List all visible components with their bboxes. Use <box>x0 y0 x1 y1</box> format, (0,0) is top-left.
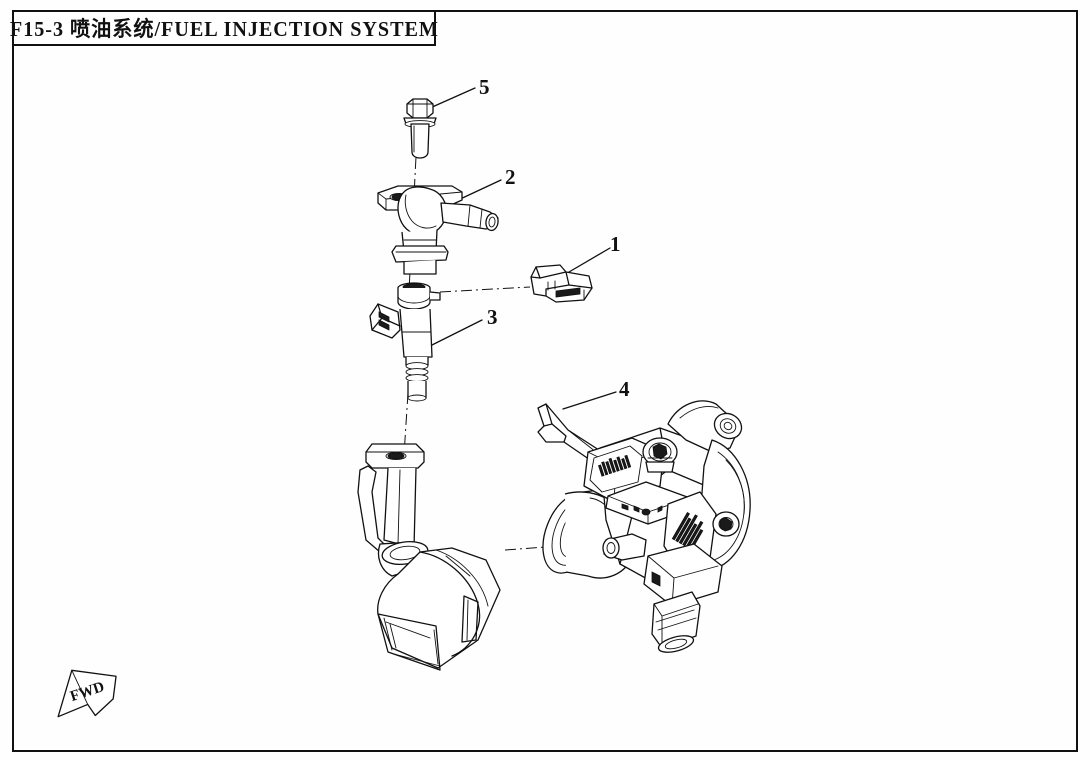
callout-number-3: 3 <box>487 305 498 329</box>
page-border <box>12 10 1078 752</box>
part-4-throttle-body-assembly <box>537 400 751 653</box>
intake-manifold-insulator <box>357 443 501 671</box>
leader-line-3 <box>431 319 483 346</box>
callout-number-4: 4 <box>619 377 630 401</box>
part-5-flange-bolt <box>403 98 437 159</box>
callout-number-2: 2 <box>505 165 516 189</box>
callout-number-1: 1 <box>610 232 621 256</box>
part-1-injector-electrical-connector <box>530 264 593 303</box>
part-3-fuel-injector <box>369 282 441 402</box>
forward-direction-arrow <box>57 669 117 718</box>
page-title: F15-3 喷油系统/FUEL INJECTION SYSTEM <box>9 17 439 41</box>
part-2-fuel-rail-pipe-union <box>377 185 499 275</box>
sensor-label-sticker <box>589 445 643 493</box>
callout-number-5: 5 <box>479 75 490 99</box>
leader-line-4 <box>562 391 617 410</box>
diagram-title-box: F15-3 喷油系统/FUEL INJECTION SYSTEM <box>9 10 439 46</box>
leader-line-1 <box>568 247 611 273</box>
